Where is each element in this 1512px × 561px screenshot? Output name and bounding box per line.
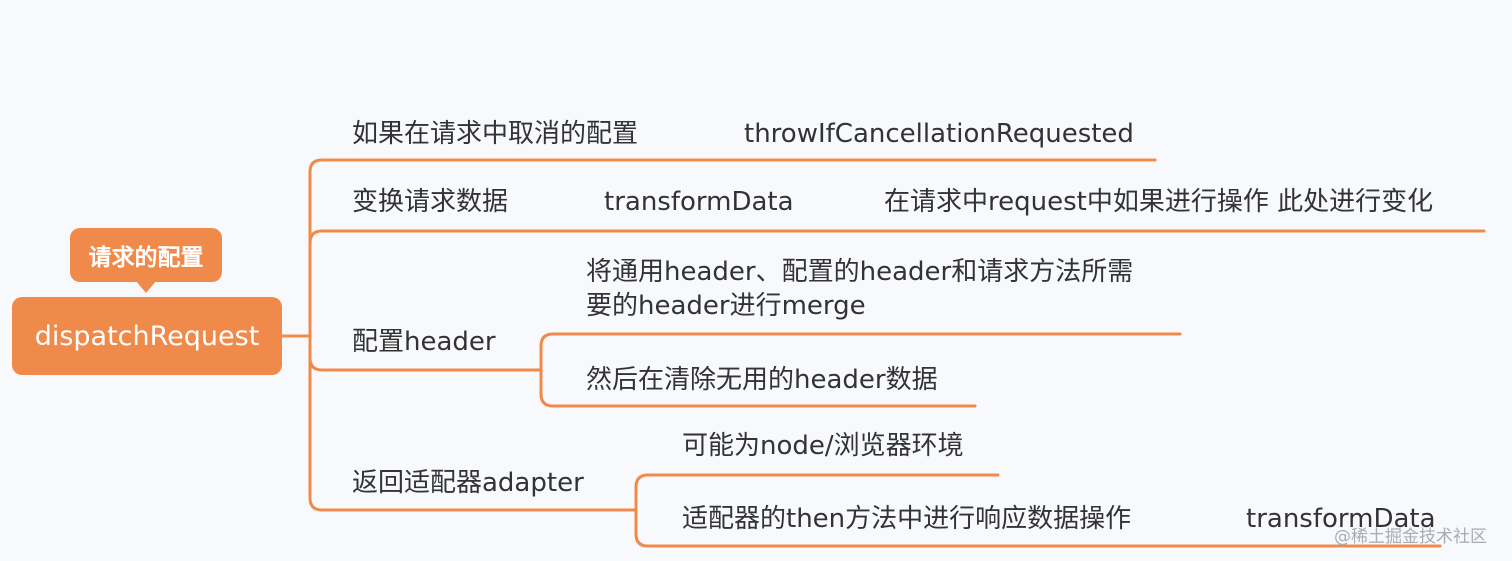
node-header-merge-line1[interactable]: 将通用header、配置的header和请求方法所需 <box>586 257 1134 287</box>
node-adapter-then[interactable]: 适配器的then方法中进行响应数据操作 <box>682 504 1132 534</box>
trunk-to-cancel <box>308 158 1157 338</box>
node-adapter-env[interactable]: 可能为node/浏览器环境 <box>682 431 964 461</box>
node-adapter-fn[interactable]: transformData <box>1246 504 1436 534</box>
trunk-to-transform <box>308 229 1486 338</box>
node-cancel[interactable]: 如果在请求中取消的配置 <box>352 119 639 149</box>
node-header[interactable]: 配置header <box>352 327 496 357</box>
node-transform-fn[interactable]: transformData <box>604 187 794 217</box>
node-cancel-fn[interactable]: throwIfCancellationRequested <box>744 119 1134 149</box>
node-header-clean[interactable]: 然后在清除无用的header数据 <box>586 365 938 395</box>
header-to-merge <box>539 332 1182 372</box>
trunk-to-adapter <box>308 334 638 512</box>
adapter-to-then <box>634 508 1442 548</box>
root-callout: 请求的配置 <box>70 228 222 282</box>
node-transform-note[interactable]: 在请求中request中如果进行操作 此处进行变化 <box>884 187 1434 217</box>
callout-tail <box>136 281 156 293</box>
node-adapter[interactable]: 返回适配器adapter <box>352 468 584 498</box>
root-node[interactable]: dispatchRequest <box>12 297 282 375</box>
adapter-to-env <box>634 473 1000 512</box>
node-transform[interactable]: 变换请求数据 <box>352 187 509 217</box>
node-header-merge-line2[interactable]: 要的header进行merge <box>586 291 866 321</box>
watermark: @稀土掘金技术社区 <box>1334 527 1487 547</box>
header-to-clean <box>539 368 977 408</box>
